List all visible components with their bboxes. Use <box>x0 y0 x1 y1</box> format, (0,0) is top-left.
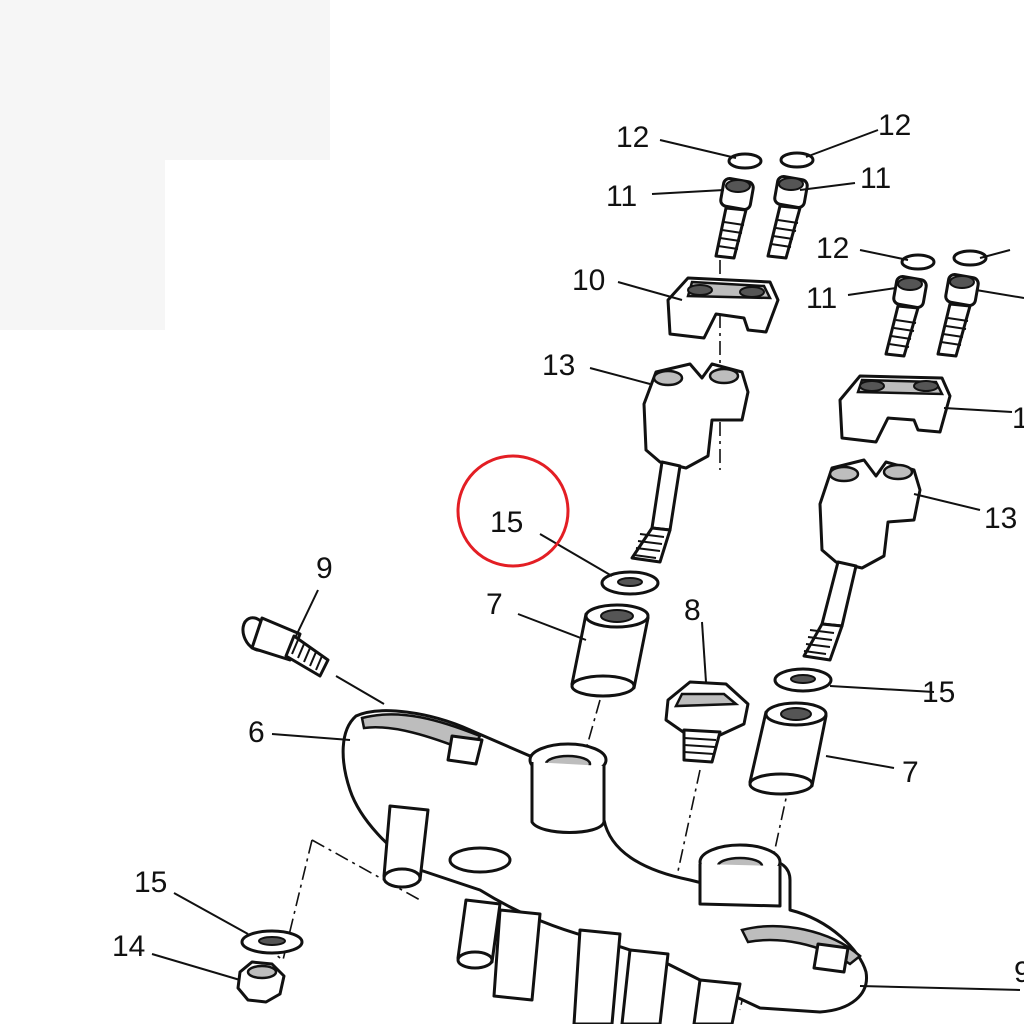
callout-labels: 12 12 11 11 10 13 12 11 1 13 15 9 7 8 15… <box>112 109 1024 989</box>
handlebar-holder-lower-right <box>802 458 922 662</box>
washer-15-right <box>773 667 833 693</box>
callout-12: 12 <box>816 232 849 265</box>
handlebar-holder-lower-left <box>630 362 750 564</box>
callout-8: 8 <box>684 594 701 627</box>
callout-13: 13 <box>542 349 575 382</box>
callout-11: 11 <box>606 180 637 213</box>
nut-14 <box>236 960 286 1004</box>
callout-14: 14 <box>112 930 145 963</box>
callout-9-cut: 9 <box>1014 956 1024 989</box>
washer-15-highlighted <box>600 570 660 596</box>
bolt-11-right-a <box>884 275 928 358</box>
callout-13: 13 <box>984 502 1017 535</box>
callout-10-cut: 1 <box>1012 402 1024 435</box>
leader-lines <box>151 129 1024 991</box>
bolt-9 <box>241 616 330 678</box>
background-patch <box>0 160 165 330</box>
callout-7: 7 <box>902 756 919 789</box>
callout-12: 12 <box>878 109 911 142</box>
callout-15: 15 <box>922 676 955 709</box>
bolt-11-left-a <box>714 177 755 260</box>
callout-7: 7 <box>486 588 503 621</box>
highlight-circle <box>456 454 570 568</box>
callout-12: 12 <box>616 121 649 154</box>
callout-10: 10 <box>572 264 605 297</box>
bolt-11-left-b <box>766 175 809 260</box>
handlebar-holder-upper-left <box>666 276 780 340</box>
callout-9: 9 <box>316 552 333 585</box>
bushing-7-left <box>570 603 650 698</box>
callout-15: 15 <box>134 866 167 899</box>
bushing-7-right <box>748 701 828 796</box>
bolt-8 <box>664 680 750 764</box>
bolt-11-right-b <box>936 273 980 358</box>
callout-6: 6 <box>248 716 265 749</box>
callout-11: 11 <box>806 282 837 315</box>
cap-12-right <box>900 249 988 271</box>
washer-15-lower <box>240 929 304 955</box>
cap-12-left <box>727 151 815 170</box>
bracket-6 <box>341 709 868 1024</box>
handlebar-holder-upper-right <box>838 374 952 444</box>
callout-11: 11 <box>860 162 891 195</box>
background-patch <box>0 0 330 160</box>
callout-15-highlighted: 15 <box>490 506 523 539</box>
